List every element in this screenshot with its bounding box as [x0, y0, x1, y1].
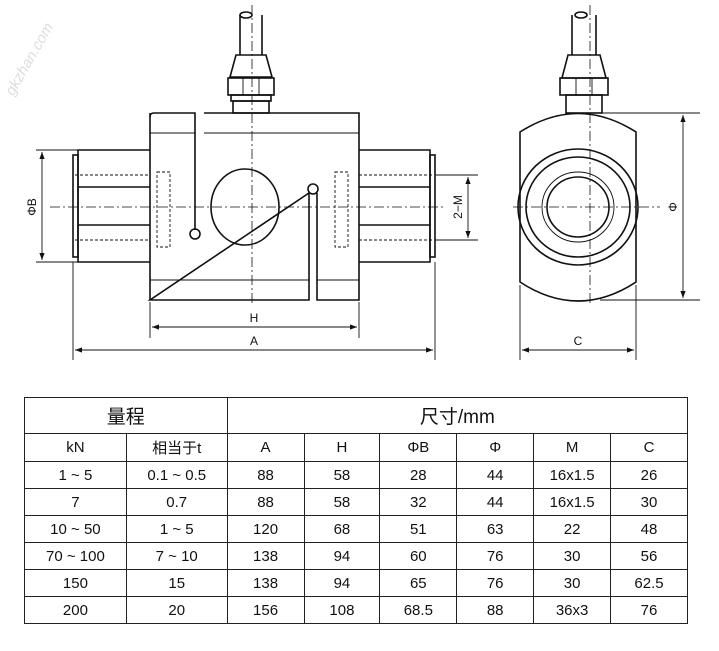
table-cell: 65	[379, 569, 458, 597]
table-cell: 32	[379, 488, 458, 516]
table-cell: 200	[24, 596, 127, 624]
table-cell: 36x3	[533, 596, 612, 624]
dim-C-label: C	[574, 334, 583, 348]
table-cell: 108	[303, 596, 381, 624]
table-cell: 94	[303, 542, 381, 570]
table-cell: 44	[456, 461, 535, 489]
table-cell: 22	[533, 515, 612, 543]
table-cell: 68	[303, 515, 381, 543]
column-header: ΦB	[379, 433, 458, 462]
table-cell: 68.5	[379, 596, 458, 624]
cable	[227, 11, 275, 114]
table-cell: 120	[226, 515, 305, 543]
table-cell: 88	[226, 461, 305, 489]
table-cell: 138	[226, 542, 305, 570]
table-cell: 62.5	[610, 569, 688, 597]
table-cell: 44	[456, 488, 535, 516]
body	[147, 112, 360, 301]
table-cell: 56	[610, 542, 688, 570]
table-cell: 15	[125, 569, 228, 597]
table-cell: 26	[610, 461, 688, 489]
column-header: 相当于t	[125, 433, 228, 462]
dim-phiB-label: ΦB	[25, 198, 39, 216]
table-cell: 76	[456, 542, 535, 570]
table-cell: 138	[226, 569, 305, 597]
table-cell: 60	[379, 542, 458, 570]
table-cell: 88	[456, 596, 535, 624]
table-cell: 94	[303, 569, 381, 597]
header-dimensions: 尺寸/mm	[226, 397, 689, 434]
load-cell-drawing: ΦB H A 2−M Φ C	[25, 5, 700, 360]
table-cell: 28	[379, 461, 458, 489]
table-cell: 58	[303, 488, 381, 516]
left-boss	[72, 149, 150, 263]
table-cell: 58	[303, 461, 381, 489]
table-cell: 0.7	[125, 488, 228, 516]
table-cell: 20	[125, 596, 228, 624]
column-header: A	[226, 433, 305, 462]
header-range: 量程	[24, 397, 228, 434]
dim-2M-label: 2−M	[451, 195, 465, 219]
table-cell: 70 ~ 100	[24, 542, 127, 570]
table-cell: 63	[456, 515, 535, 543]
dim-A-label: A	[250, 334, 258, 348]
side-view: Φ C	[513, 5, 700, 360]
table-cell: 76	[610, 596, 688, 624]
table-cell: 16x1.5	[533, 461, 612, 489]
table-cell: 16x1.5	[533, 488, 612, 516]
table-cell: 1 ~ 5	[125, 515, 228, 543]
column-header: M	[533, 433, 612, 462]
dim-phi-label: Φ	[666, 202, 680, 212]
table-cell: 30	[610, 488, 688, 516]
table-cell: 150	[24, 569, 127, 597]
table-cell: 30	[533, 542, 612, 570]
table-cell: 7	[24, 488, 127, 516]
column-header: Φ	[456, 433, 535, 462]
table-cell: 156	[226, 596, 305, 624]
table-cell: 1 ~ 5	[24, 461, 127, 489]
table-cell: 10 ~ 50	[24, 515, 127, 543]
column-header: H	[303, 433, 381, 462]
table-cell: 0.1 ~ 0.5	[125, 461, 228, 489]
right-boss	[359, 149, 436, 263]
table-cell: 88	[226, 488, 305, 516]
column-header: kN	[24, 433, 127, 462]
table-cell: 51	[379, 515, 458, 543]
table-cell: 7 ~ 10	[125, 542, 228, 570]
dim-H-label: H	[250, 311, 259, 325]
front-view: ΦB H A 2−M	[25, 5, 478, 360]
table-cell: 48	[610, 515, 688, 543]
table-cell: 30	[533, 569, 612, 597]
column-header: C	[610, 433, 688, 462]
table-cell: 76	[456, 569, 535, 597]
